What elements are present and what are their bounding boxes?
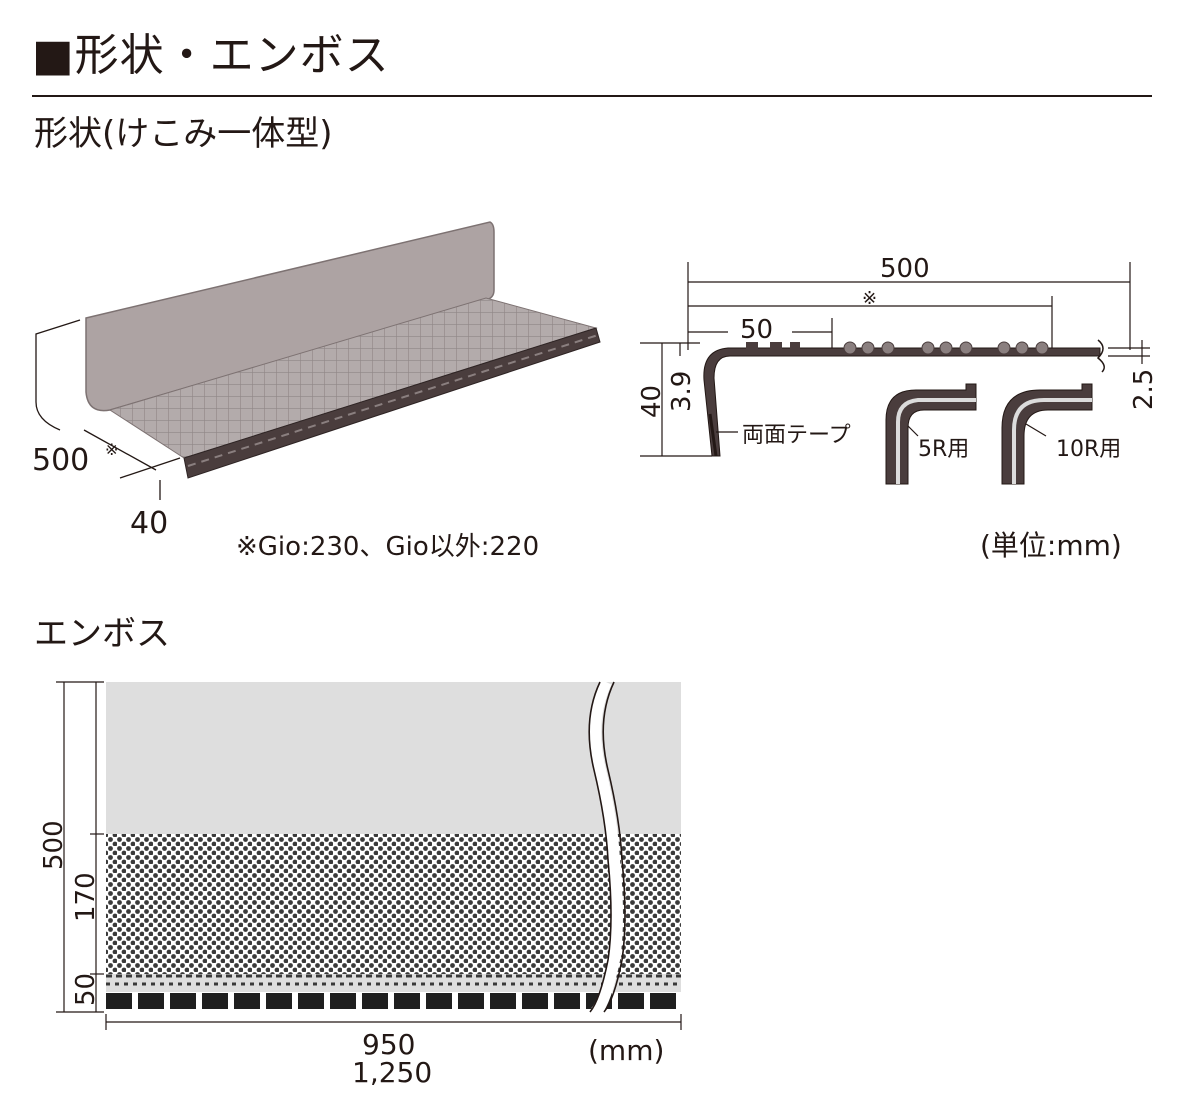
iso-depth-label: 500: [32, 443, 89, 478]
dotted-emboss-band: [106, 834, 681, 974]
width-secondary-label: 1,250: [352, 1056, 432, 1089]
break-line: [589, 679, 623, 1016]
title-divider: [32, 95, 1152, 97]
profile-10r-detail: [1001, 383, 1093, 485]
size-footnote: ※Gio:230、Gio以外:220: [236, 532, 540, 562]
profile-5r-detail: [885, 383, 977, 485]
nosing-length-label: 50: [740, 315, 773, 345]
tape-label: 両面テープ: [742, 423, 851, 448]
emboss-unit-label: (mm): [588, 1034, 664, 1067]
iso-depth-mark: ※: [105, 440, 118, 459]
emboss-section-heading: エンボス: [34, 614, 170, 654]
shape-section-heading: 形状(けこみ一体型): [34, 114, 333, 154]
unit-label: (単位:mm): [980, 529, 1122, 562]
end-thickness-label: 2.5: [1129, 369, 1159, 410]
total-length-label: 500: [880, 254, 930, 284]
smooth-panel-area: [106, 682, 681, 834]
page-title: ■形状・エンボス: [32, 30, 390, 81]
variant-5r-label: 5R用: [918, 437, 969, 462]
step-iso-illustration: 500 ※ 40: [32, 221, 601, 541]
cross-section-drawing: 500 ※ 50 40 3.9 2.5: [637, 254, 1159, 485]
emboss-total-dim: 500: [39, 820, 69, 870]
riser-panel: [85, 221, 495, 412]
nosing-strip: [183, 327, 601, 479]
riser-height-label: 40: [637, 385, 667, 418]
cross-mark: ※: [862, 288, 877, 309]
iso-height-label: 40: [130, 506, 168, 541]
emboss-diagram: 500 170 50 950 1,250 (mm): [39, 679, 682, 1089]
width-primary-label: 950: [362, 1028, 415, 1061]
thickness-label: 3.9: [667, 371, 697, 412]
emboss-band-dim: 170: [71, 872, 101, 922]
emboss-nose-dim: 50: [71, 973, 101, 1006]
variant-10r-label: 10R用: [1056, 437, 1121, 462]
